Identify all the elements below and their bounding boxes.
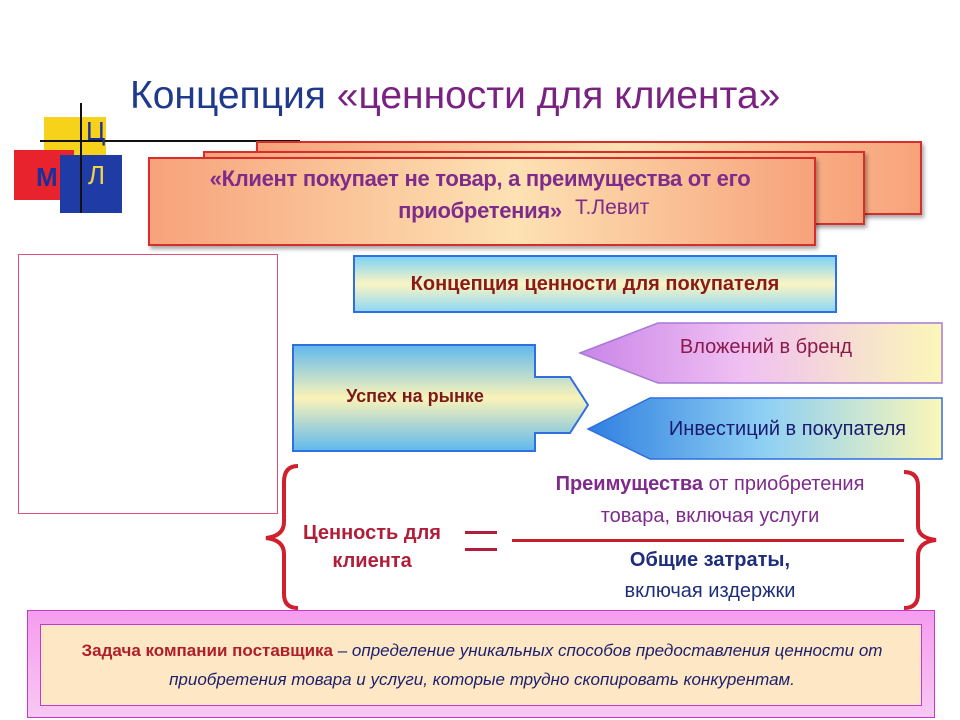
quote-box-front <box>148 157 816 246</box>
numerator-rest: от приобретения <box>708 473 865 495</box>
numerator-line-1: Преимущества от приобретения <box>510 473 910 496</box>
concept-header: Концепция ценности для покупателя <box>353 255 837 313</box>
fraction-line <box>512 539 904 542</box>
invest-arrow <box>586 397 943 460</box>
logo-horizontal-line <box>40 140 300 142</box>
brand-arrow <box>577 322 943 384</box>
logo-letter-m: М <box>36 162 58 192</box>
customer-investment-label: Инвестиций в покупателя <box>668 418 907 440</box>
denominator-line-2: включая издержки <box>624 580 796 602</box>
task-lead: Задача компании поставщика <box>81 641 334 660</box>
page-title: Концепция «ценности для клиента» <box>130 74 780 118</box>
numerator-bold: Преимущества <box>555 473 704 495</box>
equals-bar-bottom <box>465 548 497 551</box>
task-body: – определение уникальных способов предос… <box>169 641 883 689</box>
quote-author: Т.Левит <box>575 196 650 219</box>
success-label: Успех на рынке <box>346 386 484 406</box>
numerator-line-2: товара, включая услуги <box>600 505 820 527</box>
right-brace <box>903 470 937 610</box>
task-text: Задача компании поставщика – определение… <box>46 636 918 694</box>
task-box-inner <box>40 624 922 706</box>
logo-vertical-line <box>80 103 82 213</box>
logo-letter-d: Л <box>88 160 106 190</box>
quote-text: «Клиент покупает не товар, а преимуществ… <box>209 166 751 223</box>
left-brace <box>265 464 299 610</box>
logo-letter-c: Ц <box>86 116 106 146</box>
denominator-line-1: Общие затраты, <box>629 549 791 571</box>
title-highlight: «ценности для клиента» <box>336 74 781 117</box>
logo-blue-block <box>60 155 122 213</box>
value-label: Ценность для клиента <box>303 522 441 572</box>
equals-bar-top <box>465 531 497 534</box>
success-arrow <box>292 344 590 452</box>
brand-label: Вложений в бренд <box>679 336 853 358</box>
image-placeholder-box <box>18 254 278 514</box>
title-prefix: Концепция <box>130 74 326 117</box>
